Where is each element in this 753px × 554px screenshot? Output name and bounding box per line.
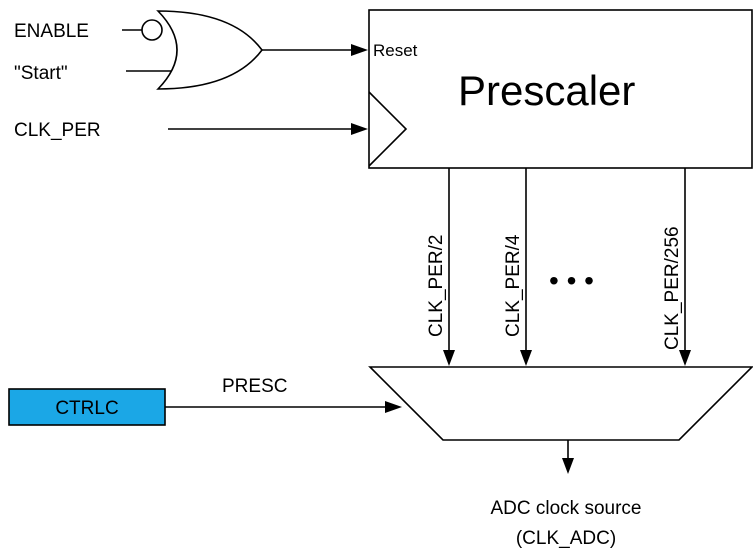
ctrlc-label: CTRLC: [55, 398, 118, 419]
clk-per-label: CLK_PER: [14, 120, 101, 141]
div256-label: CLK_PER/256: [662, 226, 683, 350]
ellipsis-label: • • •: [549, 265, 594, 296]
reset-arrowhead: [351, 44, 368, 56]
output-arrowhead: [562, 458, 574, 474]
div2-label: CLK_PER/2: [426, 235, 447, 337]
div2-arrowhead: [443, 350, 455, 366]
clock-multiplexer: [368, 366, 753, 441]
reset-label: Reset: [373, 41, 418, 60]
div4-label: CLK_PER/4: [503, 234, 524, 337]
clk-adc-label: (CLK_ADC): [516, 528, 616, 549]
ctrlc-register-box: [8, 388, 166, 426]
divided-clock-outputs: CLK_PER/2 CLK_PER/4 • • • CLK_PER/256: [426, 168, 691, 366]
prescaler-title: Prescaler: [458, 67, 635, 114]
or-gate: [122, 10, 263, 90]
div4-arrowhead: [520, 350, 532, 366]
clock-input-triangle: [368, 91, 408, 167]
presc-arrowhead: [385, 401, 402, 413]
enable-label: ENABLE: [14, 21, 89, 42]
div256-arrowhead: [679, 350, 691, 366]
adc-clock-source-label: ADC clock source: [491, 498, 642, 519]
clk-per-arrowhead: [351, 123, 368, 135]
presc-label: PRESC: [222, 376, 287, 397]
or-gate-body: [156, 10, 263, 90]
prescaler-block: Reset Prescaler: [368, 9, 753, 169]
prescaler-box: [368, 9, 753, 169]
inversion-bubble: [141, 19, 163, 41]
start-label: "Start": [14, 63, 68, 84]
